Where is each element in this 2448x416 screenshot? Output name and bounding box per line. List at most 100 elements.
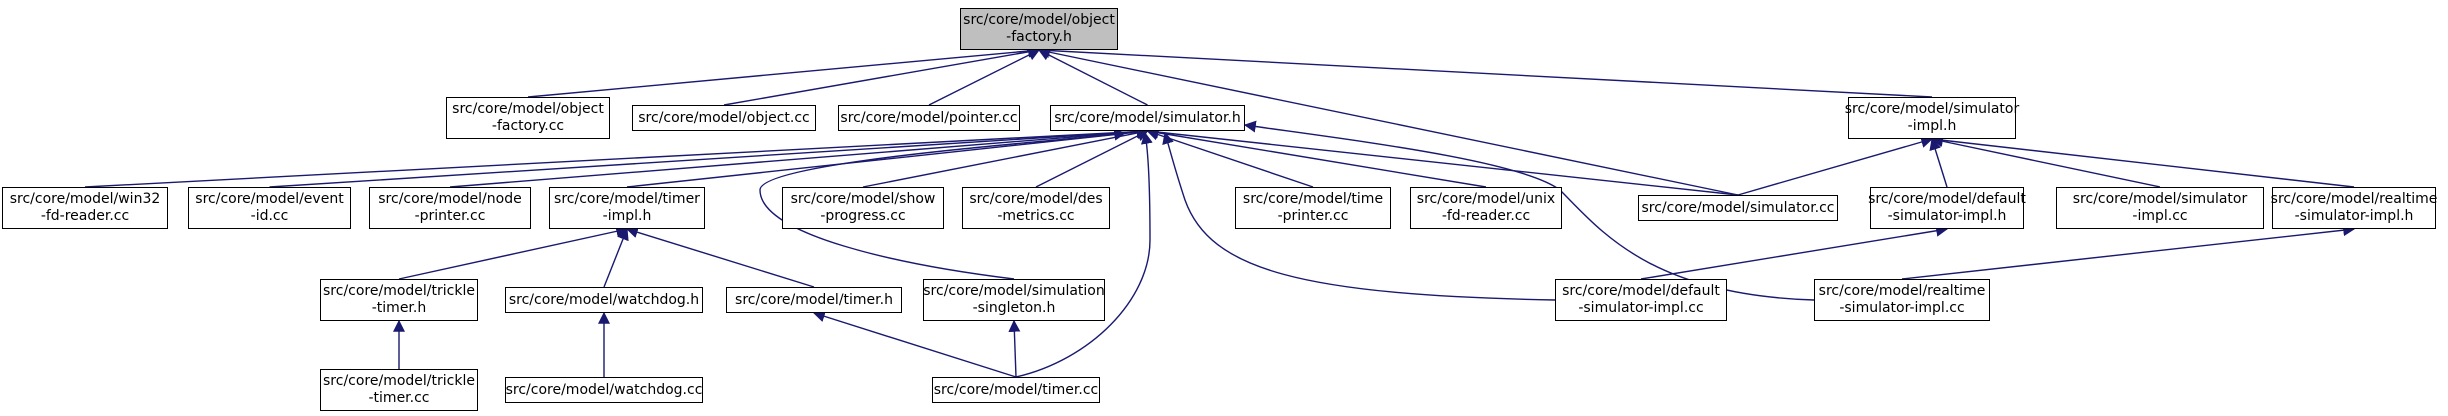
node-timer-cc[interactable]: src/core/model/timer.cc: [932, 377, 1100, 403]
node-label-line: -impl.cc: [2132, 208, 2188, 224]
node-timer-h[interactable]: src/core/model/timer.h: [726, 287, 902, 313]
edge-simulator-cc-to-simulator-impl-h: [1737, 136, 1934, 196]
node-trickle-timer-cc[interactable]: src/core/model/trickle-timer.cc: [320, 369, 478, 411]
edge-default-simulator-impl-cc-to-simulator-h: [1162, 131, 1556, 301]
node-des-metrics-cc[interactable]: src/core/model/des-metrics.cc: [962, 187, 1110, 229]
node-event-id-cc[interactable]: src/core/model/event-id.cc: [188, 187, 351, 229]
node-label-line: -factory.cc: [491, 118, 565, 134]
node-default-simulator-impl-h[interactable]: src/core/model/default-simulator-impl.h: [1868, 187, 2026, 229]
node-unix-fd-reader-cc[interactable]: src/core/model/unix-fd-reader.cc: [1410, 187, 1562, 229]
node-label-line: src/core/model/show: [790, 191, 936, 207]
node-label-line: src/core/model/trickle: [323, 373, 475, 389]
edge-simulator-impl-cc-to-simulator-impl-h: [1930, 135, 2161, 188]
node-label-line: -id.cc: [250, 208, 289, 224]
node-label-line: -printer.cc: [414, 208, 486, 224]
node-label-line: -timer.cc: [368, 390, 430, 406]
node-label-line: src/core/model/win32: [9, 191, 161, 207]
node-label-line: -progress.cc: [820, 208, 906, 224]
edge-default-simulator-impl-cc-to-default-simulator-impl-h: [1640, 224, 1949, 280]
node-label-line: src/core/model/unix: [1416, 191, 1556, 207]
edge-default-simulator-impl-h-to-simulator-impl-h: [1929, 137, 1948, 188]
node-label-line: -metrics.cc: [997, 208, 1075, 224]
node-label-line: src/core/model/realtime: [2270, 191, 2438, 207]
node-label-line: -singleton.h: [972, 300, 1056, 316]
node-label-line: -impl.h: [1907, 118, 1957, 134]
edge-realtime-simulator-impl-cc-to-realtime-simulator-impl-h: [1901, 224, 2356, 280]
node-label-line: src/core/model/watchdog.h: [508, 291, 700, 308]
node-label-line: src/core/model/simulation: [923, 283, 1105, 299]
edge-event-id-cc-to-simulator-h: [269, 125, 1149, 188]
node-realtime-simulator-impl-cc[interactable]: src/core/model/realtime-simulator-impl.c…: [1814, 279, 1990, 321]
node-label-line: -printer.cc: [1277, 208, 1349, 224]
edge-simulator-cc-to-simulator-h: [1146, 126, 1739, 196]
node-timer-impl-h[interactable]: src/core/model/timer-impl.h: [549, 187, 705, 229]
node-label-line: -simulator-impl.h: [2294, 208, 2414, 224]
node-label-line: -simulator-impl.cc: [1839, 300, 1965, 316]
node-object-cc[interactable]: src/core/model/object.cc: [632, 105, 816, 131]
edge-time-printer-cc-to-simulator-h: [1146, 128, 1314, 188]
node-label-line: -simulator-impl.cc: [1578, 300, 1704, 316]
node-label-line: src/core/model/timer.h: [735, 291, 893, 308]
node-realtime-simulator-impl-h[interactable]: src/core/model/realtime-simulator-impl.h: [2270, 187, 2438, 229]
edge-simulator-impl-h-to-object-factory-h: [1037, 44, 1933, 98]
edge-timer-cc-to-simulator-h: [1015, 131, 1153, 378]
node-show-progress-cc[interactable]: src/core/model/show-progress.cc: [782, 187, 944, 229]
node-label-line: src/core/model/default: [1868, 191, 2026, 207]
edge-win32-fd-reader-cc-to-simulator-h: [84, 125, 1149, 188]
node-time-printer-cc[interactable]: src/core/model/time-printer.cc: [1235, 187, 1391, 229]
node-label-line: -fd-reader.cc: [40, 208, 130, 224]
edge-timer-h-to-timer-impl-h: [625, 226, 815, 288]
node-label-line: src/core/model/event: [195, 191, 344, 207]
edge-des-metrics-cc-to-simulator-h: [1035, 130, 1149, 188]
node-label-line: src/core/model/pointer.cc: [840, 109, 1018, 126]
node-object-factory-cc[interactable]: src/core/model/object-factory.cc: [446, 97, 610, 139]
node-object-factory-h: src/core/model/object-factory.h: [960, 8, 1118, 50]
node-label-line: src/core/model/realtime: [1818, 283, 1986, 299]
node-label-line: src/core/model/time: [1242, 191, 1384, 207]
node-label-line: src/core/model/trickle: [323, 283, 475, 299]
edge-object-cc-to-object-factory-h: [723, 45, 1041, 106]
edge-timer-cc-to-timer-h: [812, 310, 1017, 378]
node-label-line: src/core/model/simulator: [2072, 191, 2248, 207]
edge-pointer-cc-to-object-factory-h: [928, 49, 1041, 106]
node-label-line: src/core/model/object: [452, 101, 604, 117]
edge-simulator-h-to-object-factory-h: [1037, 49, 1148, 106]
node-label-line: -factory.h: [1006, 29, 1072, 45]
node-label-line: src/core/model/default: [1562, 283, 1720, 299]
edge-trickle-timer-h-to-timer-impl-h: [398, 225, 629, 280]
node-label-line: src/core/model/watchdog.cc: [505, 381, 703, 398]
edge-node-printer-cc-to-simulator-h: [449, 125, 1149, 188]
edge-timer-cc-to-simulation-singleton-h: [1008, 319, 1021, 378]
node-label-line: src/core/model/timer.cc: [933, 381, 1099, 398]
node-pointer-cc[interactable]: src/core/model/pointer.cc: [838, 105, 1020, 131]
node-label-line: src/core/model/object: [963, 12, 1115, 28]
node-simulation-singleton-h[interactable]: src/core/model/simulation-singleton.h: [923, 279, 1105, 321]
node-win32-fd-reader-cc[interactable]: src/core/model/win32-fd-reader.cc: [2, 187, 168, 229]
edge-timer-impl-h-to-simulator-h: [626, 126, 1149, 188]
node-default-simulator-impl-cc[interactable]: src/core/model/default-simulator-impl.cc: [1555, 279, 1727, 321]
node-simulator-cc[interactable]: src/core/model/simulator.cc: [1638, 195, 1838, 221]
edge-show-progress-cc-to-simulator-h: [862, 127, 1149, 188]
node-label-line: -impl.h: [602, 208, 652, 224]
node-simulator-impl-h[interactable]: src/core/model/simulator-impl.h: [1844, 97, 2020, 139]
edge-realtime-simulator-impl-h-to-simulator-impl-h: [1930, 134, 2355, 188]
edge-simulator-cc-to-object-factory-h: [1037, 46, 1739, 196]
node-label-line: src/core/model/timer: [554, 191, 700, 207]
node-watchdog-h[interactable]: src/core/model/watchdog.h: [505, 287, 703, 313]
node-label-line: -fd-reader.cc: [1441, 208, 1531, 224]
edge-unix-fd-reader-cc-to-simulator-h: [1146, 126, 1487, 188]
edge-watchdog-h-to-timer-impl-h: [603, 227, 629, 288]
edge-object-factory-cc-to-object-factory-h: [527, 45, 1041, 98]
node-node-printer-cc[interactable]: src/core/model/node-printer.cc: [369, 187, 531, 229]
node-simulator-h[interactable]: src/core/model/simulator.h: [1050, 105, 1245, 131]
node-label-line: src/core/model/node: [378, 191, 522, 207]
node-trickle-timer-h[interactable]: src/core/model/trickle-timer.h: [320, 279, 478, 321]
node-label-line: src/core/model/simulator.cc: [1641, 199, 1835, 216]
node-label-line: src/core/model/object.cc: [638, 109, 810, 126]
node-label-line: src/core/model/des: [969, 191, 1103, 207]
node-label-line: -simulator-impl.h: [1887, 208, 2007, 224]
node-label-line: src/core/model/simulator: [1844, 101, 2020, 117]
node-watchdog-cc[interactable]: src/core/model/watchdog.cc: [505, 377, 703, 403]
node-simulator-impl-cc[interactable]: src/core/model/simulator-impl.cc: [2056, 187, 2264, 229]
